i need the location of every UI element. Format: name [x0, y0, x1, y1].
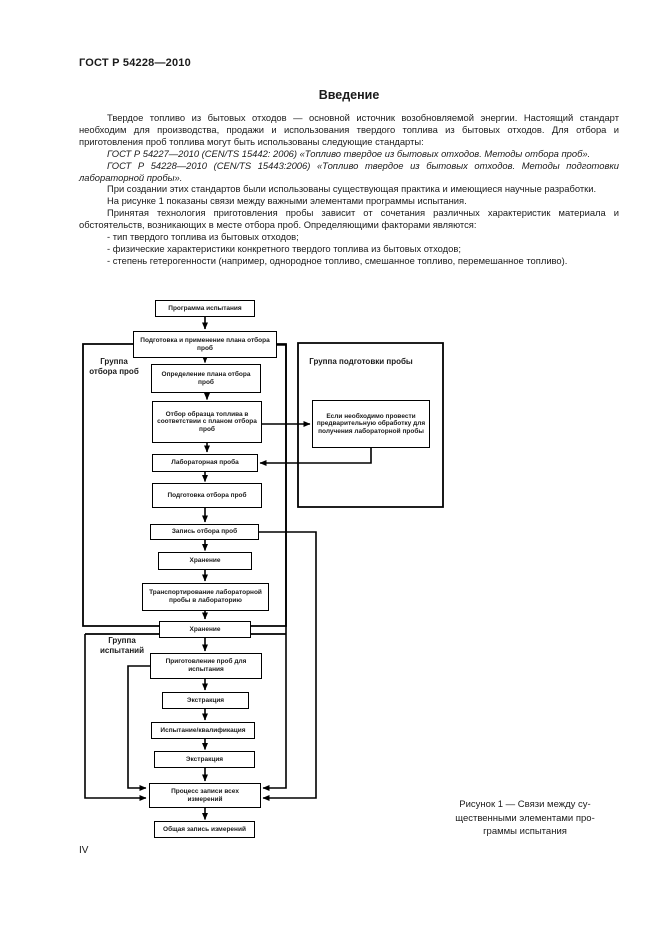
flowchart-box-lab-sample: Лабораторная проба	[152, 454, 258, 472]
paragraph-standard-ref: ГОСТ Р 54227—2010 (CEN/TS 15442: 2006) «…	[107, 147, 591, 159]
figure-caption-line: Рисунок 1 — Связи между су-	[459, 799, 591, 810]
figure-caption-line: граммы испытания	[483, 826, 567, 837]
paragraph: При создании этих стандартов были исполь…	[107, 183, 597, 195]
flowchart-box-plan-prep: Подготовка и применение плана отбора про…	[133, 331, 277, 358]
flowchart-box-sample-selection: Отбор образца топлива в соответствии с п…	[152, 401, 262, 443]
bullet-item: - степень гетерогенности (например, одно…	[107, 254, 568, 266]
flowchart-box-storage-1: Хранение	[158, 552, 252, 570]
paragraph-standard-ref: ГОСТ Р 54228—2010 (CEN/TS 15443:2006) «Т…	[79, 159, 619, 183]
flowchart-box-plan-def: Определение плана отбора проб	[151, 364, 261, 393]
flowchart-box-program: Программа испытания	[155, 300, 255, 317]
flowchart-box-storage-2: Хранение	[159, 621, 251, 638]
group-label-sampling: Группа отбора проб	[89, 357, 139, 376]
paragraph: На рисунке 1 показаны связи между важным…	[107, 195, 467, 207]
group-label-preparation: Группа подготовки пробы	[309, 357, 413, 366]
bullet-item: - физические характеристики конкретного …	[107, 242, 461, 254]
flowchart-box-total-record: Общая запись измерений	[154, 821, 255, 838]
document-number: ГОСТ Р 54228—2010	[79, 57, 191, 69]
flowchart-box-test-prep: Приготовление проб для испытания	[150, 653, 262, 679]
figure-caption: Рисунок 1 — Связи между су- щественными …	[420, 798, 630, 839]
group-label-testing: Группа испытаний	[99, 636, 145, 655]
paragraph: Твердое топливо из бытовых отходов — осн…	[79, 112, 619, 147]
page-number: IV	[79, 845, 89, 856]
page-title: Введение	[318, 88, 380, 102]
flowchart-box-testing: Испытание/квалификация	[151, 722, 255, 739]
bullet-item: - тип твердого топлива из бытовых отходо…	[107, 231, 299, 243]
flowchart-box-transport: Транспортирование лабораторной пробы в л…	[142, 583, 269, 611]
figure-caption-line: щественными элементами про-	[455, 812, 595, 824]
flowchart-box-pretreatment: Если необходимо провести предварительную…	[312, 400, 430, 448]
flowchart-box-record-process: Процесс записи всех измерений	[149, 783, 261, 808]
paragraph: Принятая технология приготовления пробы …	[79, 207, 619, 231]
flowchart-box-extraction-1: Экстракция	[162, 692, 249, 709]
introduction-text: Твердое топливо из бытовых отходов — осн…	[79, 112, 619, 267]
flowchart-box-sampling-prep: Подготовка отбора проб	[152, 483, 262, 508]
flowchart-box-extraction-2: Экстракция	[154, 751, 255, 768]
flowchart-box-sampling-record: Запись отбора проб	[150, 524, 259, 540]
